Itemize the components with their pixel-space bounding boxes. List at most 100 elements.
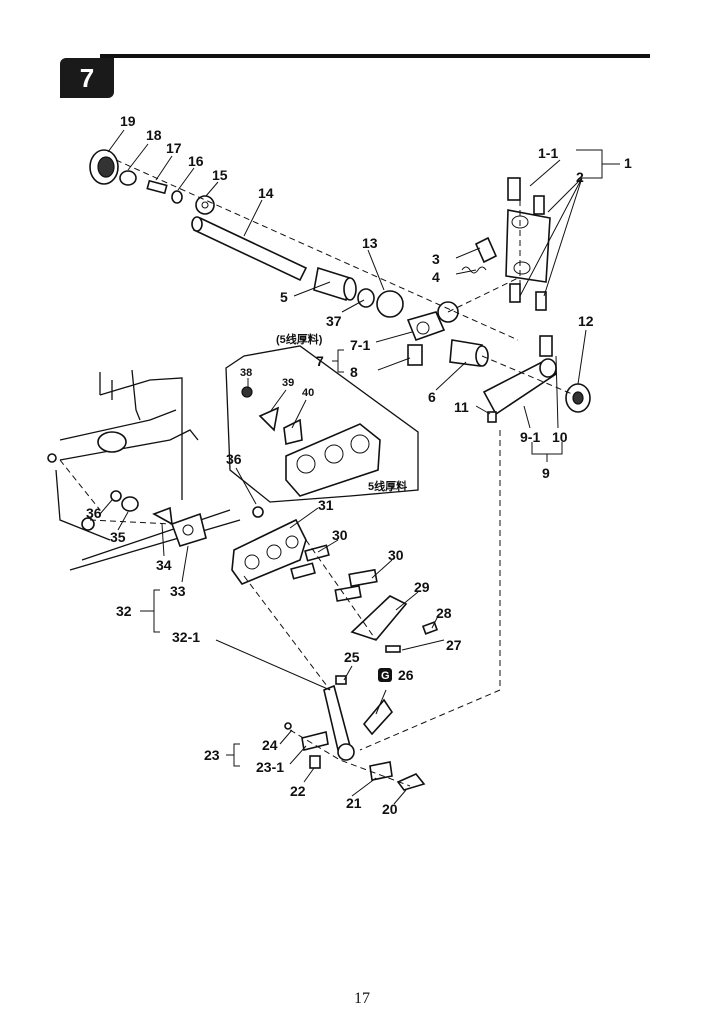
part-31-hole-1 (244, 554, 260, 570)
callout-21: 21 (346, 795, 362, 811)
callout-7-1: 7-1 (350, 337, 370, 353)
bracket-groups (140, 149, 620, 767)
frame-nut (81, 517, 95, 531)
part-34-pin (152, 506, 173, 526)
part-30-screw-2 (290, 562, 316, 580)
frame-screw (47, 453, 57, 463)
part-7-1-hole (416, 321, 430, 335)
part-14-shaft-end (191, 216, 203, 232)
part-3-clip (474, 236, 498, 264)
callout-29: 29 (414, 579, 430, 595)
callout-24: 24 (262, 737, 278, 753)
part-5-bushing-end (343, 277, 357, 301)
callout-11: 11 (454, 399, 469, 415)
part-1-1-screw (507, 177, 521, 201)
frame-bore (97, 431, 127, 453)
callout-19: 19 (120, 113, 136, 129)
callout-13: 13 (362, 235, 378, 251)
g-badge (378, 668, 392, 682)
g-badge-letter: G (381, 670, 390, 682)
callout-22: 22 (290, 783, 306, 799)
callout-labels: 19 18 17 16 15 14 13 5 37 (5线厚料) 7-1 7 8… (86, 113, 632, 817)
bracket-7 (332, 349, 344, 373)
part-27-screw (385, 645, 401, 653)
part-28-screw (421, 621, 439, 635)
callout-14: 14 (258, 185, 274, 201)
part-23-1-shaft (301, 731, 329, 751)
callout-39: 39 (282, 377, 294, 389)
part-24-pin (284, 722, 292, 730)
inset-block (285, 423, 381, 497)
leader-lines (99, 129, 587, 805)
part-35-washer (121, 496, 139, 512)
part-30-screw-3 (348, 568, 378, 588)
inset-5-thread (225, 345, 419, 503)
part-36-screw-right (252, 506, 264, 518)
callout-1: 1 (624, 155, 632, 171)
callout-38: 38 (240, 367, 252, 379)
part-2-screw-top (533, 195, 545, 215)
inset-hole-1 (296, 454, 316, 474)
callout-9: 9 (542, 465, 550, 481)
parts-group-shaft (89, 149, 489, 367)
part-11-pin (487, 411, 497, 423)
page-number: 17 (354, 990, 370, 1007)
part-22-collar (309, 755, 321, 769)
callout-8: 8 (350, 364, 358, 380)
part-17-screw (146, 179, 168, 195)
callout-30: 30 (388, 547, 404, 563)
callout-18: 18 (146, 127, 162, 143)
section-number-badge: 7 (60, 58, 114, 98)
part-5-bushing (313, 266, 351, 302)
callout-28: 28 (436, 605, 452, 621)
part-18-plate (119, 170, 137, 186)
part-30-screw-4 (334, 585, 362, 602)
callout-35: 35 (110, 529, 126, 545)
callout-25: 25 (344, 649, 360, 665)
part-2-screw-right (535, 291, 547, 311)
callout-2: 2 (576, 169, 584, 185)
callout-32-1: 32-1 (172, 629, 200, 645)
callout-40: 40 (302, 387, 314, 399)
callout-37: 37 (326, 313, 342, 329)
part-31-plate (231, 518, 307, 585)
callout-36-left: 36 (86, 505, 102, 521)
note-5-thread-box: 5线厚料 (368, 479, 407, 493)
callout-34: 34 (156, 557, 172, 573)
part-39-clip (258, 406, 280, 432)
bracket-1 (576, 149, 620, 179)
bracket-23 (226, 743, 240, 767)
part-12-roller-hub (572, 391, 584, 405)
callout-12: 12 (578, 313, 594, 329)
callout-3: 3 (432, 251, 440, 267)
part-screw-12 (539, 335, 553, 357)
part-40-bracket (283, 418, 303, 445)
callout-27: 27 (446, 637, 462, 653)
callout-26: 26 (398, 667, 414, 683)
callout-10: 10 (552, 429, 568, 445)
part-32-link-end (337, 743, 355, 761)
callout-1-1: 1-1 (538, 145, 558, 161)
callout-5: 5 (280, 289, 288, 305)
note-5-thread: (5线厚料) (276, 332, 323, 346)
callout-16: 16 (188, 153, 204, 169)
callout-6: 6 (428, 389, 436, 405)
bracket-9 (531, 442, 563, 462)
part-37-ring (357, 288, 375, 308)
part-14-shaft (192, 216, 308, 282)
part-26-plate (362, 698, 394, 736)
machine-frame (47, 369, 241, 571)
part-31-hole-3 (285, 535, 299, 549)
part-25-screw (335, 675, 347, 685)
part-16-washer (171, 190, 183, 204)
callout-36-right: 36 (226, 451, 242, 467)
inset-hole-2 (324, 444, 344, 464)
part-38-screw (241, 386, 253, 398)
part-36-screw-left (110, 490, 122, 502)
part-4-spring (461, 266, 487, 274)
part-33-block (170, 512, 207, 547)
callout-30-top: 30 (332, 527, 348, 543)
callout-9-1: 9-1 (520, 429, 540, 445)
part-20-clip (396, 773, 426, 791)
